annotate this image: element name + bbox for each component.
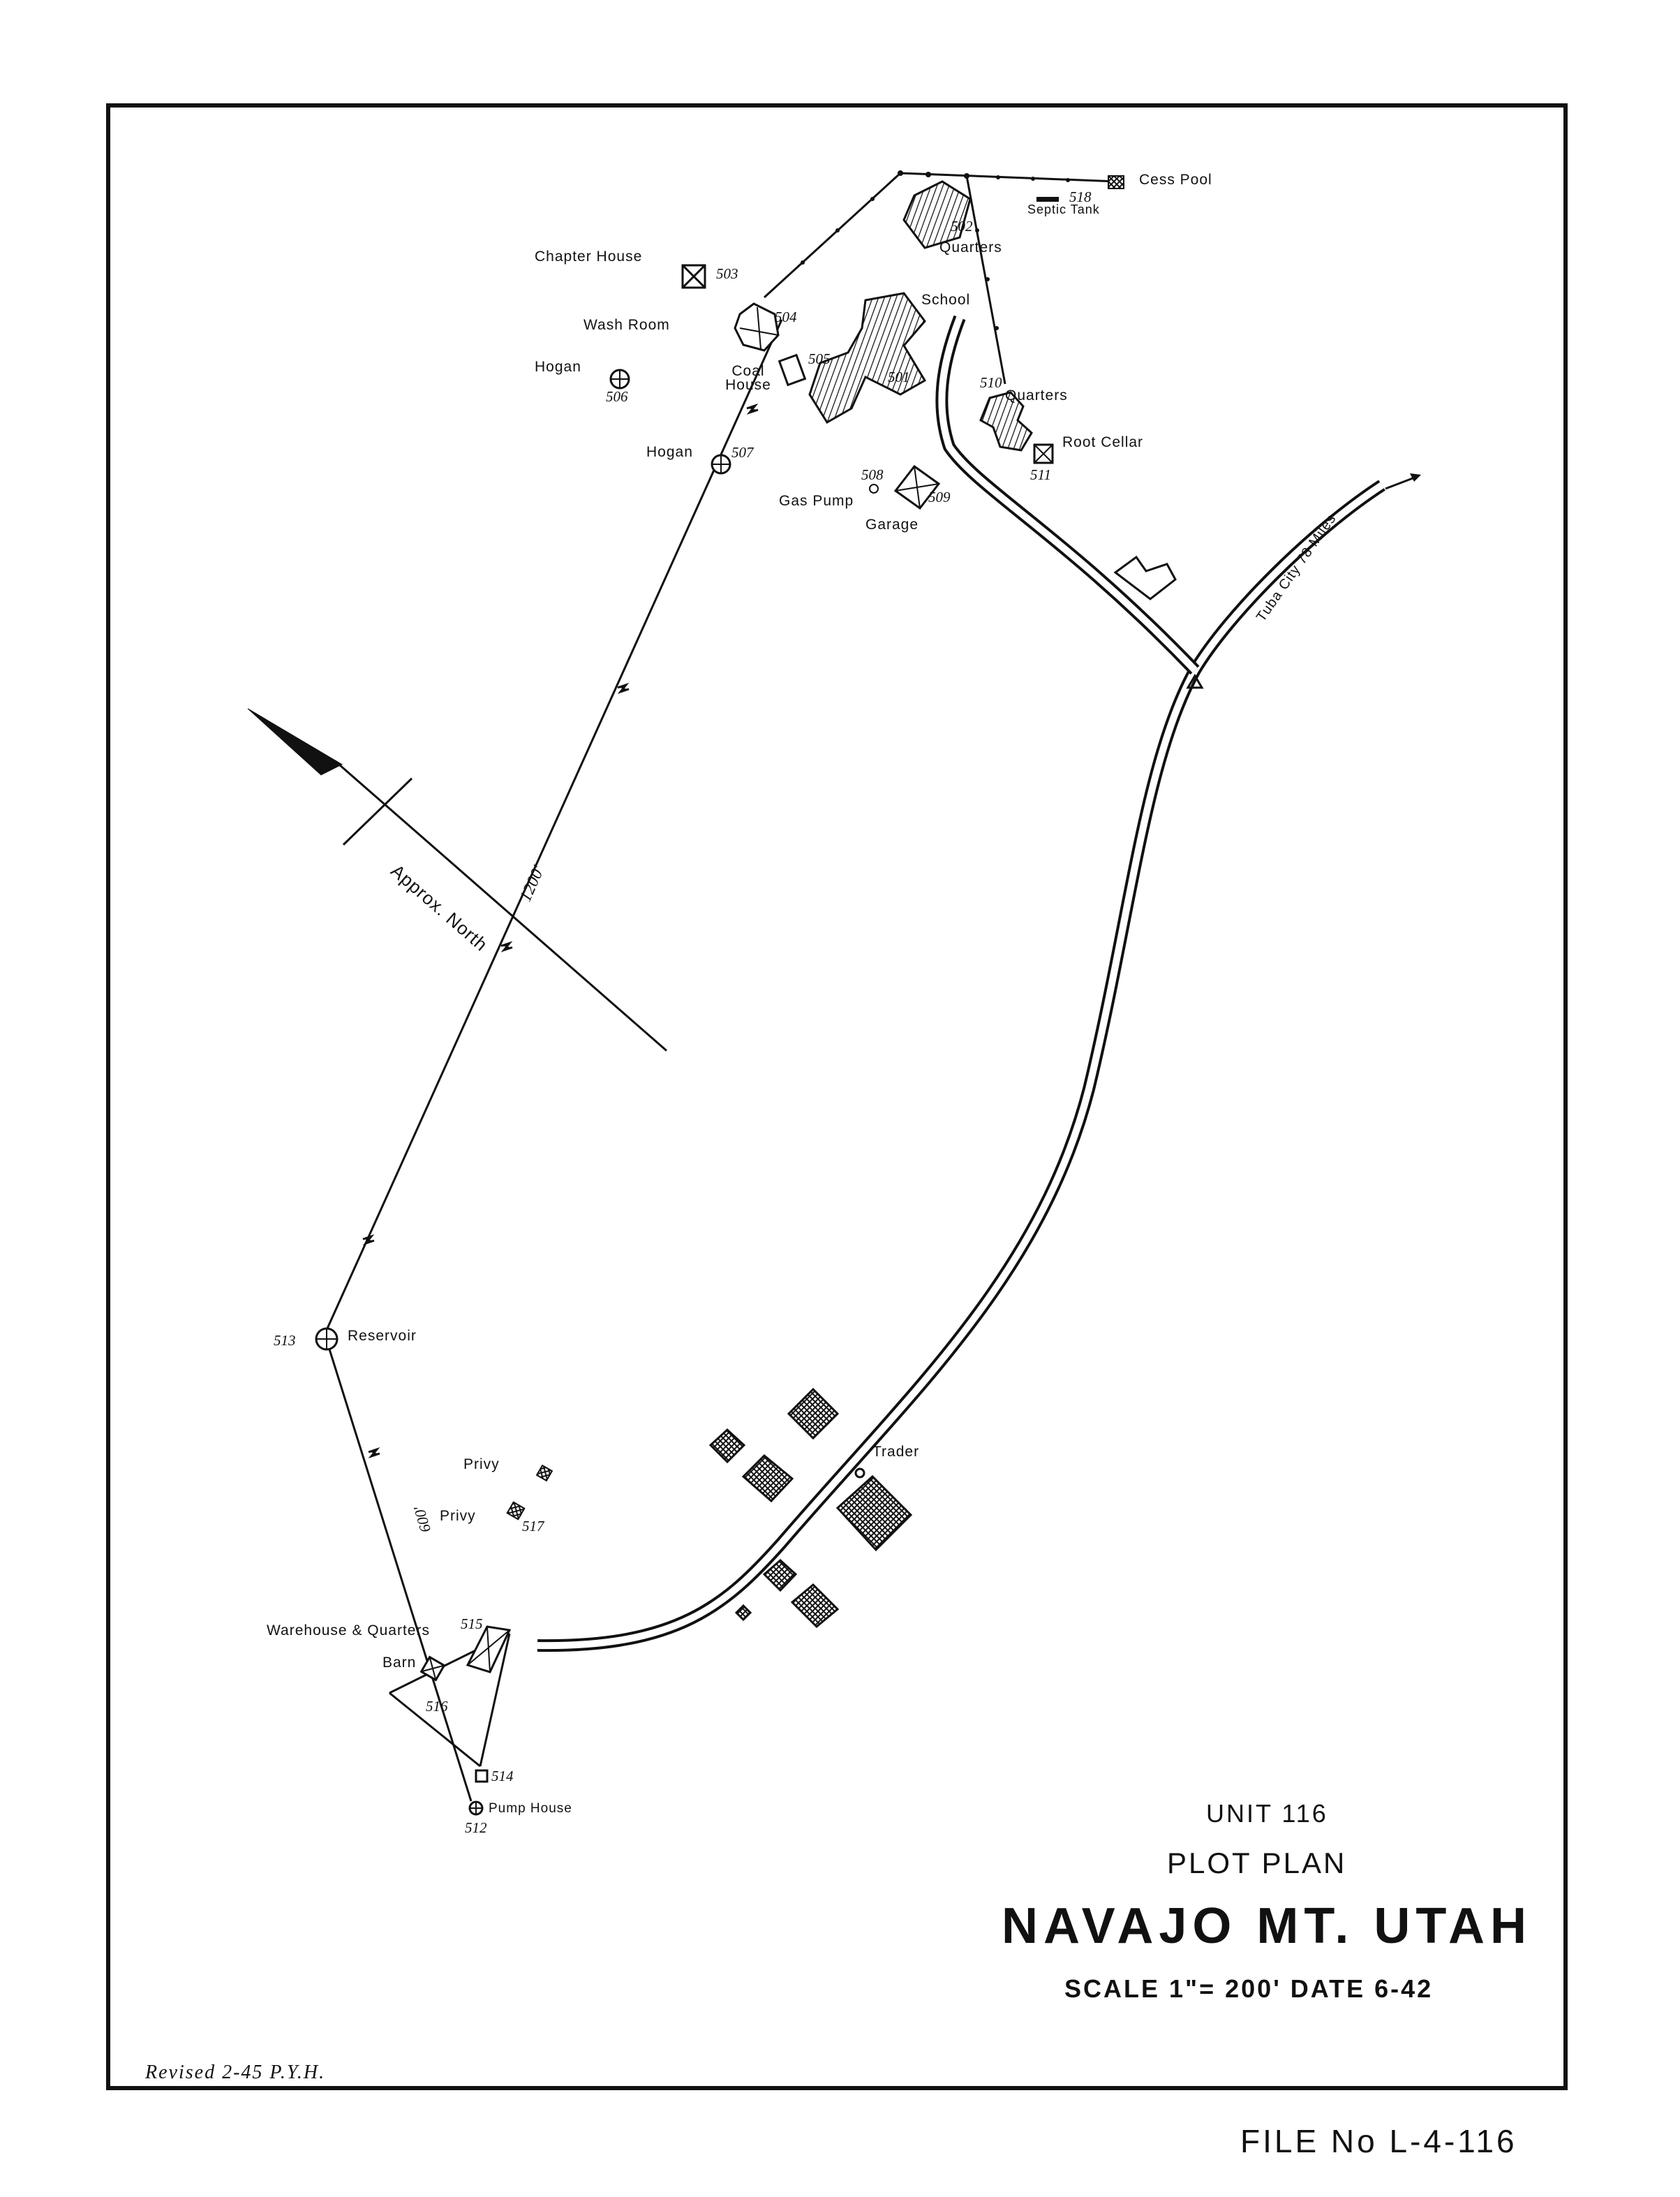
trader-buildings (708, 1387, 913, 1629)
privy-517-number: 517 (522, 1518, 544, 1534)
pump-house-label: Pump House (489, 1801, 572, 1816)
place-title: NAVAJO MT. UTAH (1002, 1898, 1532, 1954)
septic-tank-symbol (1036, 197, 1059, 202)
plot-plan-title: PLOT PLAN (1167, 1847, 1347, 1879)
pipe-break-marks (362, 403, 759, 1459)
scale-date: SCALE 1"= 200' DATE 6-42 (1064, 1974, 1434, 2003)
quarters-510-number: 510 (980, 374, 1002, 391)
road-junction-marker (1186, 674, 1204, 689)
wash-room-label: Wash Room (583, 317, 670, 333)
quarters-502-symbol (902, 180, 972, 249)
cess-pool-label: Cess Pool (1139, 172, 1212, 188)
chapter-house-label: Chapter House (535, 249, 643, 265)
building-514-number: 514 (491, 1768, 514, 1784)
unlabeled-structure (1113, 555, 1177, 600)
school-symbol (808, 292, 927, 424)
septic-tank-number: 518 (1069, 188, 1092, 205)
garage-number: 509 (928, 489, 951, 505)
main-road (537, 480, 1385, 1652)
chapter-house-number: 503 (716, 265, 738, 282)
septic-tank-label: Septic Tank (1027, 202, 1100, 216)
root-cellar-label: Root Cellar (1062, 434, 1144, 450)
quarters-510-symbol (979, 391, 1033, 452)
privy-517-label: Privy (440, 1508, 476, 1524)
trader-well-symbol (854, 1467, 865, 1479)
hogan-507-label: Hogan (646, 444, 693, 460)
quarters-502-label: Quarters (939, 239, 1002, 256)
root-cellar-number: 511 (1030, 466, 1051, 483)
map-border (106, 103, 1568, 2090)
wash-room-symbol (734, 302, 780, 352)
privy-label: Privy (463, 1456, 500, 1472)
quarters-502-number: 502 (951, 218, 973, 235)
file-number: FILE No L-4-116 (1240, 2123, 1517, 2159)
school-label: School (921, 292, 971, 308)
quarters-510-label: Quarters (1005, 387, 1068, 404)
coal-house-label: Coal House (725, 363, 771, 393)
building-514-symbol (475, 1769, 489, 1783)
pump-house-number: 512 (465, 1819, 487, 1836)
gas-pump-symbol (869, 484, 879, 494)
trader-label: Trader (872, 1444, 920, 1460)
wash-room-number: 504 (775, 309, 797, 325)
warehouse-label: Warehouse & Quarters (267, 1622, 430, 1638)
coal-house-symbol (778, 353, 807, 387)
cess-pool-symbol (1108, 175, 1124, 189)
gas-pump-label: Gas Pump (779, 493, 854, 509)
hogan-506-label: Hogan (535, 359, 581, 375)
north-arrow (247, 708, 667, 1052)
hogan-506-number: 506 (606, 388, 628, 405)
barn-label: Barn (382, 1655, 417, 1671)
privy-517-symbol (506, 1501, 526, 1521)
unit-title: UNIT 116 (1206, 1799, 1328, 1828)
barn-number: 516 (426, 1698, 448, 1715)
privy-symbol (535, 1464, 553, 1482)
hogan-507-number: 507 (731, 444, 754, 461)
revision-note: Revised 2-45 P.Y.H. (145, 2062, 326, 2083)
school-road (935, 315, 1200, 675)
garage-label: Garage (865, 517, 919, 533)
warehouse-number: 515 (461, 1615, 483, 1632)
reservoir-number: 513 (274, 1332, 296, 1349)
line-dots (801, 170, 1070, 330)
coal-house-number: 505 (808, 350, 831, 367)
reservoir-label: Reservoir (348, 1328, 417, 1344)
gas-pump-number: 508 (861, 466, 884, 483)
school-number: 501 (888, 369, 910, 385)
